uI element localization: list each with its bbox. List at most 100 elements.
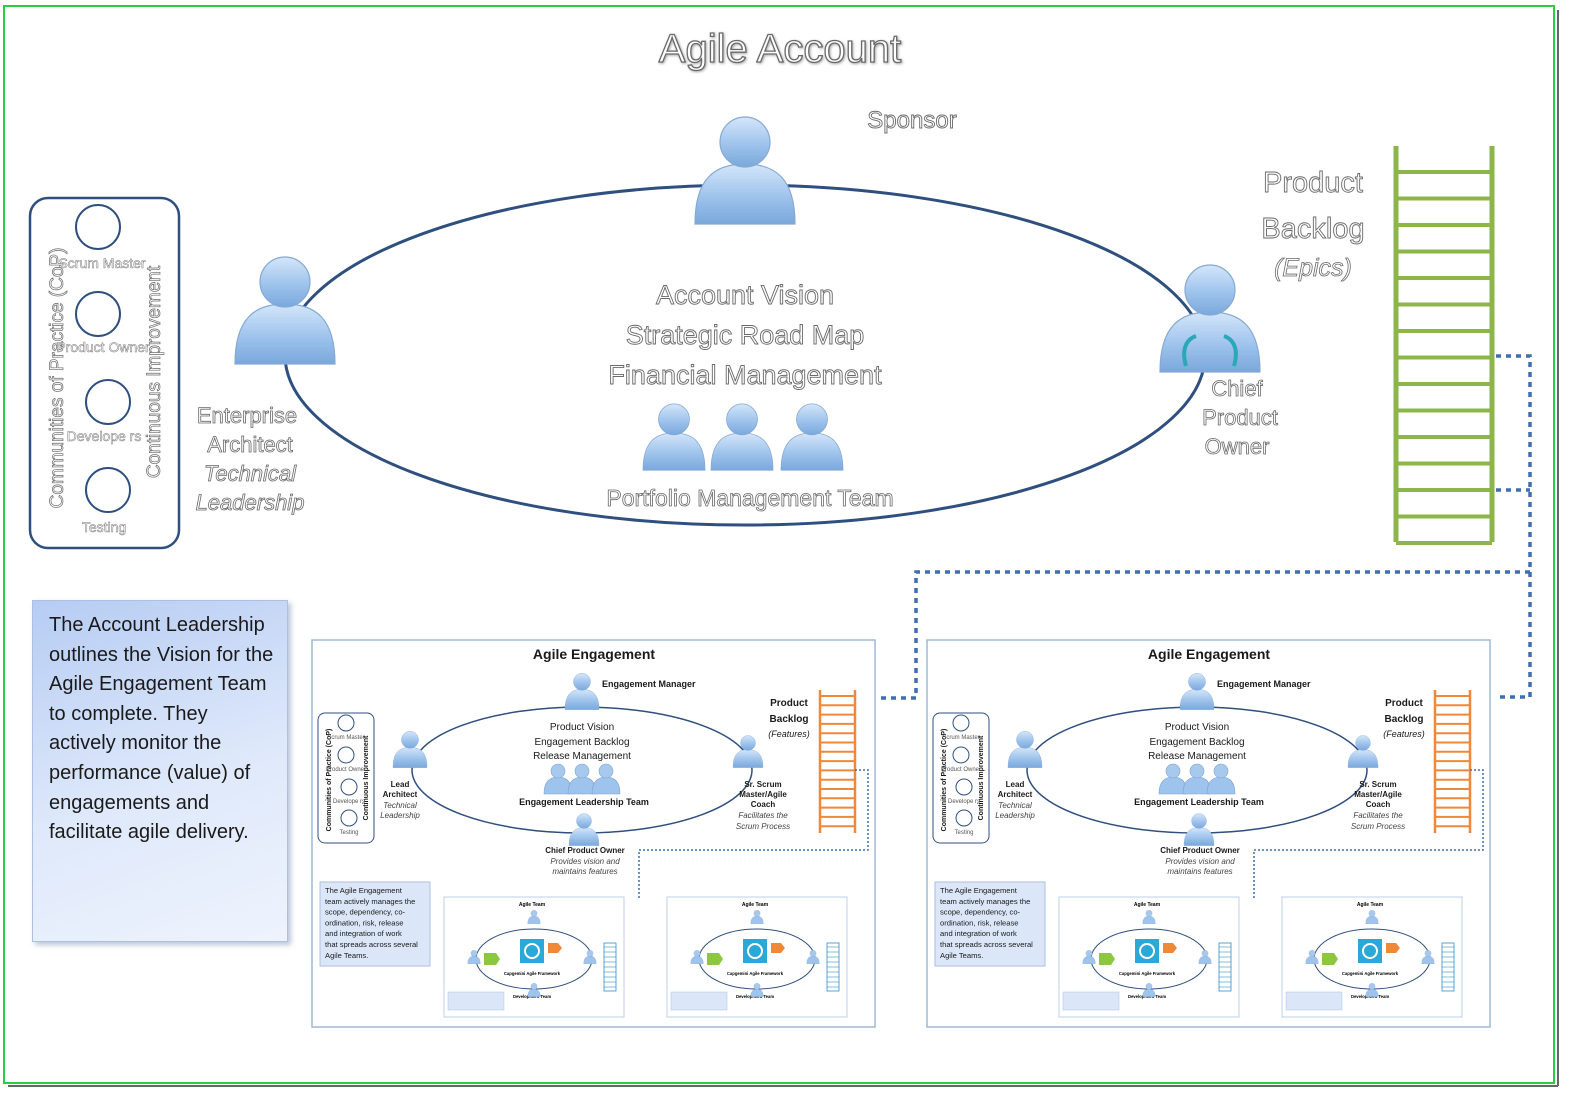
- panel-description-line: and integration of work: [325, 929, 402, 938]
- panel-description-line: Agile Teams.: [940, 951, 983, 960]
- panel-cpo-line3: maintains features: [552, 867, 617, 876]
- scrum-master-line2: Master/Agile: [739, 790, 787, 799]
- panel-description-line: team actively manages the: [940, 897, 1030, 906]
- cop-circle-scrum-master: [75, 204, 121, 250]
- panel-cop-item: Product Owner: [941, 767, 981, 773]
- panel-center-line2: Engagement Backlog: [534, 737, 629, 748]
- panel-description-line: and integration of work: [940, 929, 1017, 938]
- cop-circle-testing: [85, 467, 131, 513]
- cop-circle-product-owner: [75, 291, 121, 337]
- thumbnail-framework: Capgemini Agile Framework: [1119, 971, 1176, 976]
- thumbnail-arrow-icon: [771, 943, 785, 953]
- panel-team-label: Engagement Leadership Team: [519, 797, 649, 807]
- panel-backlog-line1: Product: [770, 698, 808, 709]
- panel-cpo-label: Chief Product Owner: [545, 846, 625, 855]
- chief-product-owner-line2: Product: [1202, 405, 1278, 430]
- product-backlog-line1: Product: [1263, 167, 1363, 199]
- scrum-master-line3: Coach: [751, 800, 776, 809]
- panel-center-line1: Product Vision: [1165, 722, 1229, 733]
- panel-cop-circle: [952, 714, 970, 732]
- panel-backlog-line3: (Features): [768, 729, 810, 739]
- thumbnail-arrow-icon: [707, 953, 723, 965]
- thumbnail-title: Agile Team: [742, 902, 769, 908]
- panel-cpo-line2: Provides vision and: [1165, 857, 1235, 866]
- panel-cop-circle: [337, 746, 355, 764]
- panel-cop-box: [932, 712, 990, 844]
- engagement-manager-label: Engagement Manager: [602, 679, 696, 689]
- panel-cpo-line2: Provides vision and: [550, 857, 620, 866]
- page-title: Agile Account: [659, 27, 901, 71]
- panel-cop-item: Testing: [954, 830, 973, 836]
- panel-center-line3: Release Management: [1148, 751, 1246, 762]
- scrum-master-line5: Scrum Process: [1351, 822, 1405, 831]
- page-frame: [3, 5, 1555, 1084]
- scrum-master-line4: Facilitates the: [1353, 811, 1403, 820]
- panel-description-line: scope, dependency, co-: [325, 908, 406, 917]
- chief-product-owner-line3: Owner: [1205, 434, 1270, 459]
- lead-architect-line4: Leadership: [380, 811, 420, 820]
- scrum-master-line5: Scrum Process: [736, 822, 790, 831]
- enterprise-architect-line1: Enterprise: [197, 403, 297, 428]
- enterprise-architect-person-icon: [234, 256, 336, 365]
- engagement-manager-label: Engagement Manager: [1217, 679, 1311, 689]
- thumbnail-scrum-icon: [1135, 939, 1159, 963]
- enterprise-architect-line4: Leadership: [196, 490, 305, 515]
- cop-item-product-owner: Product Owner: [56, 339, 150, 355]
- team-person-icon-2: [710, 403, 774, 471]
- panel-backlog-line2: Backlog: [1385, 714, 1424, 725]
- panel-cop-circle: [955, 809, 973, 827]
- thumbnail-scrum-icon: [520, 939, 544, 963]
- panel-cop-circle: [955, 778, 973, 796]
- panel-description-line: that spreads across several: [325, 940, 418, 949]
- sponsor-person-icon: [694, 116, 796, 225]
- panel-cpo-line3: maintains features: [1167, 867, 1232, 876]
- panel-description-line: ordination, risk, release: [940, 918, 1019, 927]
- thumbnail-note-box: [670, 991, 728, 1011]
- thumbnail-framework: Capgemini Agile Framework: [727, 971, 784, 976]
- scrum-master-line3: Coach: [1366, 800, 1391, 809]
- panel-cop-box: [317, 712, 375, 844]
- account-leadership-description: The Account Leadership outlines the Visi…: [32, 600, 288, 942]
- thumbnail-arrow-icon: [1386, 943, 1400, 953]
- panel-dotted-connector: [638, 769, 869, 898]
- thumbnail-title: Agile Team: [1134, 902, 1161, 908]
- cop-title: Communities of Practice (CoP): [47, 248, 68, 509]
- panel-backlog-line1: Product: [1385, 698, 1423, 709]
- panel-team-label: Engagement Leadership Team: [1134, 797, 1264, 807]
- panel-dotted-connector: [1253, 769, 1484, 898]
- thumbnail-scrum-icon: [1358, 939, 1382, 963]
- team-person-icon-3: [780, 403, 844, 471]
- portfolio-team-label: Portfolio Management Team: [606, 485, 893, 511]
- chief-product-owner-line1: Chief: [1211, 376, 1263, 401]
- panel-center-line2: Engagement Backlog: [1149, 737, 1244, 748]
- thumbnail-cycle-icon: [1139, 943, 1155, 959]
- scrum-master-line1: Sr. Scrum: [744, 780, 781, 789]
- panel-description-line: that spreads across several: [940, 940, 1033, 949]
- cop-item-scrum-master: Scrum Master: [58, 255, 145, 271]
- lead-architect-line2: Architect: [383, 790, 418, 799]
- thumbnail-title: Agile Team: [519, 902, 546, 908]
- center-strategic-road-map: Strategic Road Map: [626, 320, 865, 350]
- panel-cop-circle: [340, 809, 358, 827]
- panel-description-line: The Agile Engagement: [940, 886, 1018, 895]
- product-backlog-line2: Backlog: [1261, 213, 1364, 245]
- panel-cop-title: Communities of Practice (CoP): [326, 729, 333, 832]
- panel-cop-item: Testing: [339, 830, 358, 836]
- enterprise-architect-line3: Technical: [204, 461, 297, 486]
- thumbnail-scrum-icon: [743, 939, 767, 963]
- panel-cop-circle: [340, 778, 358, 796]
- thumbnail-cycle-icon: [747, 943, 763, 959]
- panel-cop-item: Develope rs: [948, 799, 980, 805]
- panel-title: Agile Engagement: [1148, 646, 1270, 662]
- cop-box: [28, 196, 181, 550]
- panel-cop-subtitle: Continuous Improvement: [363, 735, 370, 820]
- panel-backlog-line2: Backlog: [770, 714, 809, 725]
- thumbnail-framework: Capgemini Agile Framework: [504, 971, 561, 976]
- dotted-connector-backlog-2: [1496, 488, 1532, 699]
- panel-description-box: [319, 881, 431, 967]
- cop-item-testing: Testing: [82, 519, 126, 535]
